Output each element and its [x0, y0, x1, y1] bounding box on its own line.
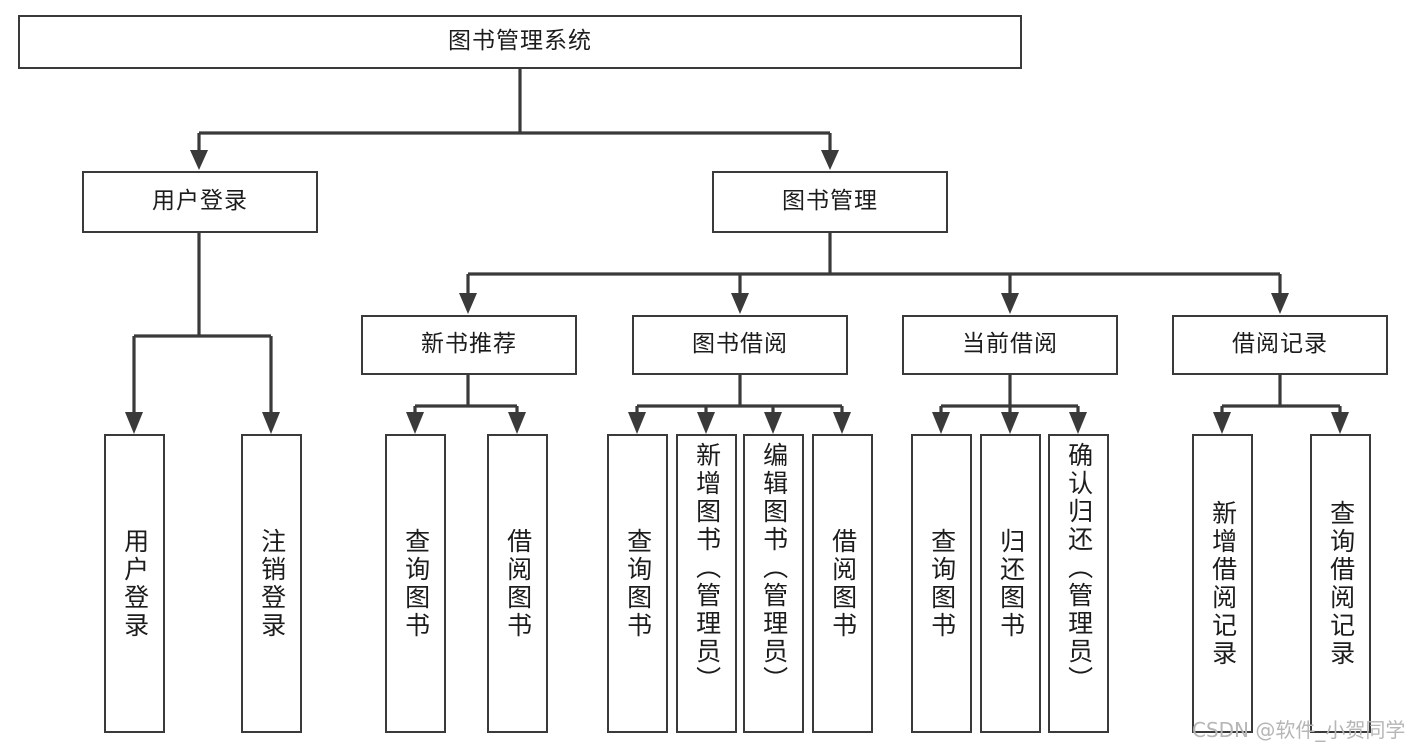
arrowhead-rec-c1 [406, 412, 424, 434]
node-label: 查询借阅记录 [1326, 499, 1356, 668]
node-new-book-recommend[interactable]: 新书推荐 [361, 315, 577, 375]
arrowheads [125, 150, 1349, 434]
node-label: 当前借阅 [962, 331, 1058, 358]
node-label: 新增借阅记录 [1208, 499, 1238, 668]
node-label: 用户登录 [152, 188, 248, 215]
arrowhead-bor-c3 [764, 412, 782, 434]
leaf-recommend-query-book[interactable]: 查询图书 [385, 434, 446, 733]
node-current-borrow[interactable]: 当前借阅 [902, 315, 1118, 375]
node-book-management[interactable]: 图书管理 [712, 171, 948, 233]
leaf-user-login-logout[interactable]: 注销登录 [241, 434, 302, 733]
arrowhead-l3-c2 [731, 293, 749, 314]
arrowhead-cur-c3 [1069, 412, 1087, 434]
arrowhead-rec-c2 [508, 412, 526, 434]
leaf-borrow-add-book-admin[interactable]: 新增图书（管理员） [676, 434, 737, 733]
arrowhead-bor-c1 [628, 412, 646, 434]
arrowhead-l3-c4 [1271, 293, 1289, 314]
arrowhead-bor-c2 [697, 412, 715, 434]
leaf-recommend-borrow-book[interactable]: 借阅图书 [487, 434, 548, 733]
arrowhead-book-manage [821, 150, 839, 170]
leaf-user-login-login[interactable]: 用户登录 [104, 434, 165, 733]
leaf-current-query-book[interactable]: 查询图书 [911, 434, 972, 733]
arrowhead-bor-c4 [833, 412, 851, 434]
arrowhead-rc-c2 [1331, 412, 1349, 434]
node-label: 查询图书 [623, 527, 653, 640]
node-label: 归还图书 [996, 527, 1026, 640]
node-label: 新增图书（管理员） [692, 442, 722, 694]
leaf-record-add-record[interactable]: 新增借阅记录 [1192, 434, 1253, 733]
node-label: 编辑图书（管理员） [759, 442, 789, 694]
arrowhead-l3-c1 [459, 293, 477, 314]
node-label: 图书管理 [782, 188, 878, 215]
node-label: 借阅图书 [503, 527, 533, 640]
node-root-book-management-system[interactable]: 图书管理系统 [18, 15, 1022, 69]
arrowhead-ul-c1 [125, 412, 143, 434]
arrowhead-cur-c1 [932, 412, 950, 434]
arrowhead-user-login [190, 150, 208, 170]
node-label: 用户登录 [120, 527, 150, 640]
leaf-borrow-query-book[interactable]: 查询图书 [607, 434, 668, 733]
arrowhead-ul-c2 [262, 412, 280, 434]
node-user-login[interactable]: 用户登录 [82, 171, 318, 233]
node-label: 确认归还（管理员） [1064, 442, 1094, 694]
node-borrow-record[interactable]: 借阅记录 [1172, 315, 1388, 375]
node-label: 借阅图书 [828, 527, 858, 640]
leaf-borrow-borrow-book[interactable]: 借阅图书 [812, 434, 873, 733]
leaf-current-confirm-return-admin[interactable]: 确认归还（管理员） [1048, 434, 1109, 733]
leaf-record-query-record[interactable]: 查询借阅记录 [1310, 434, 1371, 733]
node-label: 借阅记录 [1232, 331, 1328, 358]
arrowhead-cur-c2 [1001, 412, 1019, 434]
node-label: 注销登录 [257, 527, 287, 640]
node-label: 查询图书 [401, 527, 431, 640]
arrowhead-rc-c1 [1213, 412, 1231, 434]
node-book-borrow[interactable]: 图书借阅 [632, 315, 848, 375]
node-label: 新书推荐 [421, 331, 517, 358]
node-label: 图书管理系统 [448, 28, 592, 55]
leaf-current-return-book[interactable]: 归还图书 [980, 434, 1041, 733]
node-label: 查询图书 [927, 527, 957, 640]
arrowhead-l3-c3 [1001, 293, 1019, 314]
leaf-borrow-edit-book-admin[interactable]: 编辑图书（管理员） [743, 434, 804, 733]
node-label: 图书借阅 [692, 331, 788, 358]
